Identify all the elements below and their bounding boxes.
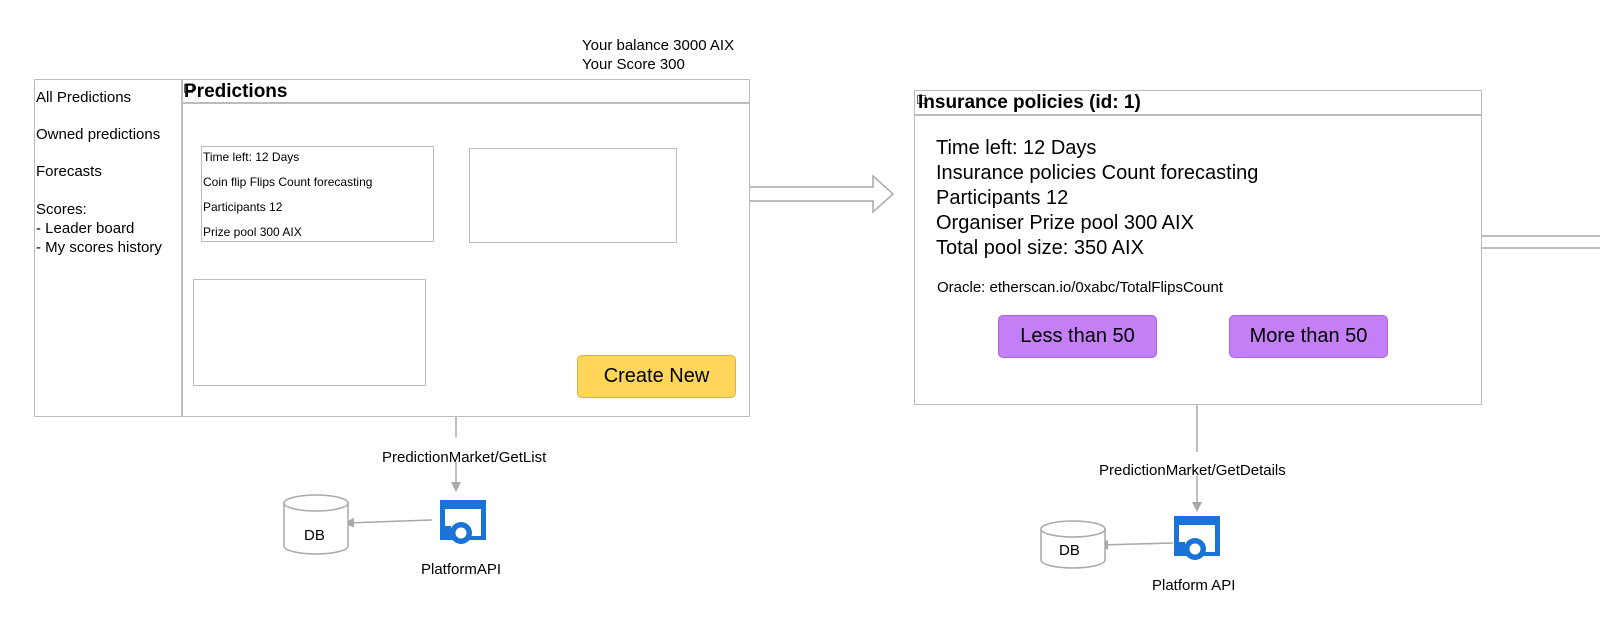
db-label: DB bbox=[1059, 542, 1080, 559]
getdetails-call-label: PredictionMarket/GetDetails bbox=[1099, 462, 1286, 479]
sidebar-item-my-scores-history[interactable]: - My scores history bbox=[36, 239, 162, 256]
sidebar-item-owned-predictions[interactable]: Owned predictions bbox=[36, 126, 161, 143]
platform-api-label: Platform API bbox=[1152, 577, 1236, 594]
sidebar-divider bbox=[181, 79, 183, 417]
details-title: Insurance policies (id: 1) bbox=[918, 92, 1141, 113]
details-oracle: Oracle: etherscan.io/0xabc/TotalFlipsCou… bbox=[937, 279, 1223, 296]
flow-arrow bbox=[663, 174, 895, 214]
page-title: Predictions bbox=[184, 81, 288, 102]
details-header-divider bbox=[914, 114, 1482, 116]
card-participants: Participants 12 bbox=[203, 200, 283, 214]
api-service-icon bbox=[440, 500, 486, 544]
balance-text: Your balance 3000 AIX bbox=[582, 37, 735, 54]
less-than-50-button[interactable]: Less than 50 bbox=[998, 315, 1157, 358]
details-time-left: Time left: 12 Days bbox=[936, 137, 1097, 159]
sidebar-item-scores: Scores: bbox=[36, 201, 87, 218]
db-label: DB bbox=[304, 527, 325, 544]
header-divider bbox=[181, 102, 750, 104]
prediction-card[interactable] bbox=[201, 146, 434, 242]
sidebar-item-leader-board[interactable]: - Leader board bbox=[36, 220, 135, 237]
create-new-button[interactable]: Create New bbox=[577, 355, 736, 398]
details-organiser-pool: Organiser Prize pool 300 AIX bbox=[936, 212, 1194, 234]
getlist-call-label: PredictionMarket/GetList bbox=[382, 449, 547, 466]
platform-api-label: PlatformAPI bbox=[421, 561, 502, 578]
window-icon bbox=[184, 84, 193, 93]
api-service-icon bbox=[1174, 516, 1220, 560]
details-name: Insurance policies Count forecasting bbox=[936, 162, 1259, 184]
prediction-card[interactable] bbox=[469, 148, 677, 243]
sidebar-item-all-predictions[interactable]: All Predictions bbox=[36, 89, 132, 106]
more-than-50-button[interactable]: More than 50 bbox=[1229, 315, 1388, 358]
card-name: Coin flip Flips Count forecasting bbox=[203, 175, 373, 189]
card-time-left: Time left: 12 Days bbox=[203, 150, 300, 164]
details-total-pool: Total pool size: 350 AIX bbox=[936, 237, 1144, 259]
window-icon bbox=[917, 95, 926, 104]
score-text: Your Score 300 bbox=[582, 56, 685, 73]
prediction-card[interactable] bbox=[193, 279, 426, 386]
db-cylinder-icon bbox=[283, 494, 349, 555]
db-cylinder-icon bbox=[1040, 520, 1106, 569]
sidebar-item-forecasts[interactable]: Forecasts bbox=[36, 163, 102, 180]
details-participants: Participants 12 bbox=[936, 187, 1069, 209]
card-prize-pool: Prize pool 300 AIX bbox=[203, 225, 302, 239]
